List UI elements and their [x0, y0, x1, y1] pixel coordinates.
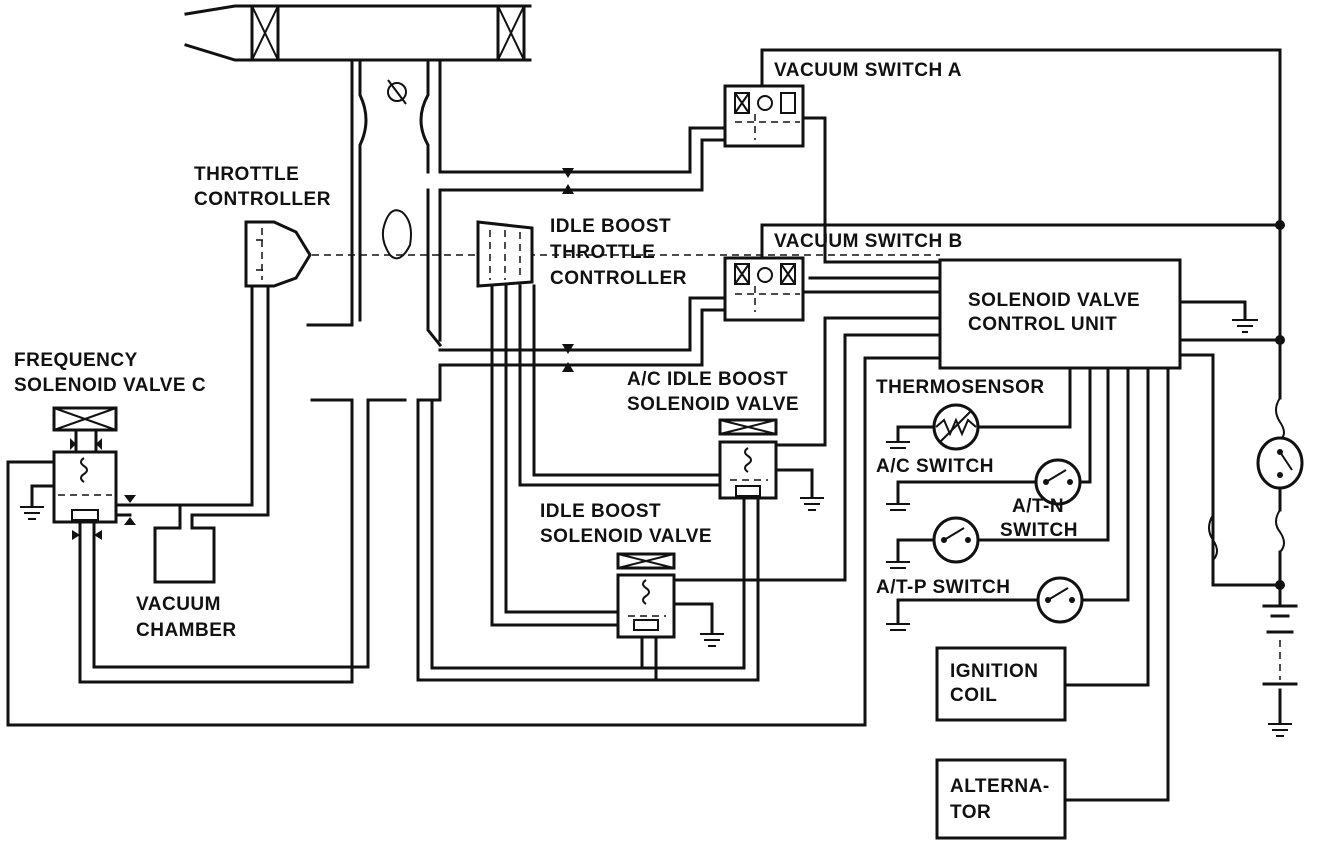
svcu-label-2: CONTROL UNIT: [968, 314, 1117, 335]
frequency-solenoid-valve-c: FREQUENCY SOLENOID VALVE C: [14, 350, 407, 684]
thermosensor-label: THERMOSENSOR: [876, 377, 1045, 398]
alternator: ALTERNA- TOR: [935, 758, 1067, 840]
throttle-controller-label-2: CONTROLLER: [194, 189, 331, 210]
at-n-switch: A/T-N SWITCH: [886, 496, 1078, 569]
at-p-switch-label: A/T-P SWITCH: [876, 577, 1010, 598]
ac-idle-boost-solenoid-valve: A/C IDLE BOOST SOLENOID VALVE: [416, 369, 824, 682]
alternator-label-2: TOR: [950, 802, 991, 823]
vacuum-chamber: VACUUM CHAMBER: [128, 503, 237, 641]
ac-switch: A/C SWITCH: [876, 456, 1082, 511]
ignition-coil: IGNITION COIL: [935, 646, 1067, 722]
idle-boost-throttle-controller: IDLE BOOST THROTTLE CONTROLLER: [476, 216, 722, 627]
at-n-label-1: A/T-N: [1012, 496, 1064, 517]
vacuum-switch-b: VACUUM SWITCH B: [723, 231, 963, 322]
ac-switch-label: A/C SWITCH: [876, 456, 994, 477]
at-n-label-2: SWITCH: [1000, 520, 1078, 541]
throttle-body: [300, 58, 940, 352]
power-bus: [760, 48, 1285, 345]
control-wires: [6, 276, 1170, 802]
alternator-label-1: ALTERNA-: [950, 776, 1050, 797]
ibtc-label-3: CONTROLLER: [550, 268, 687, 289]
ibsv-label-1: IDLE BOOST: [540, 501, 661, 522]
vacuum-chamber-label-1: VACUUM: [136, 594, 221, 615]
vacuum-lines-upper: [430, 126, 727, 670]
idle-boost-solenoid-valve: IDLE BOOST SOLENOID VALVE: [540, 501, 724, 682]
ignition-coil-label-1: IGNITION: [950, 661, 1038, 682]
ac-ibsv-label-1: A/C IDLE BOOST: [627, 369, 788, 390]
solenoid-valve-control-unit: SOLENOID VALVE CONTROL UNIT: [938, 258, 1282, 587]
fsvc-label-1: FREQUENCY: [14, 350, 138, 371]
vacuum-switch-b-label: VACUUM SWITCH B: [774, 231, 963, 252]
svcu-label-1: SOLENOID VALVE: [968, 290, 1140, 311]
vacuum-chamber-label-2: CHAMBER: [136, 620, 237, 641]
ibtc-label-2: THROTTLE: [550, 242, 655, 263]
throttle-controller: THROTTLE CONTROLLER: [128, 164, 331, 517]
throttle-controller-label-1: THROTTLE: [194, 164, 299, 185]
air-intake: [184, 4, 532, 62]
ibtc-label-1: IDLE BOOST: [550, 216, 671, 237]
ibsv-label-2: SOLENOID VALVE: [540, 526, 712, 547]
fsvc-label-2: SOLENOID VALVE C: [14, 375, 206, 396]
ac-ibsv-label-2: SOLENOID VALVE: [627, 394, 799, 415]
at-p-switch: A/T-P SWITCH: [876, 576, 1084, 631]
vacuum-switch-a: VACUUM SWITCH A: [723, 60, 962, 264]
thermosensor: THERMOSENSOR: [876, 377, 1045, 451]
battery-circuit: [1256, 338, 1304, 737]
vacuum-switch-a-label: VACUUM SWITCH A: [774, 60, 962, 81]
ignition-coil-label-2: COIL: [950, 685, 997, 706]
